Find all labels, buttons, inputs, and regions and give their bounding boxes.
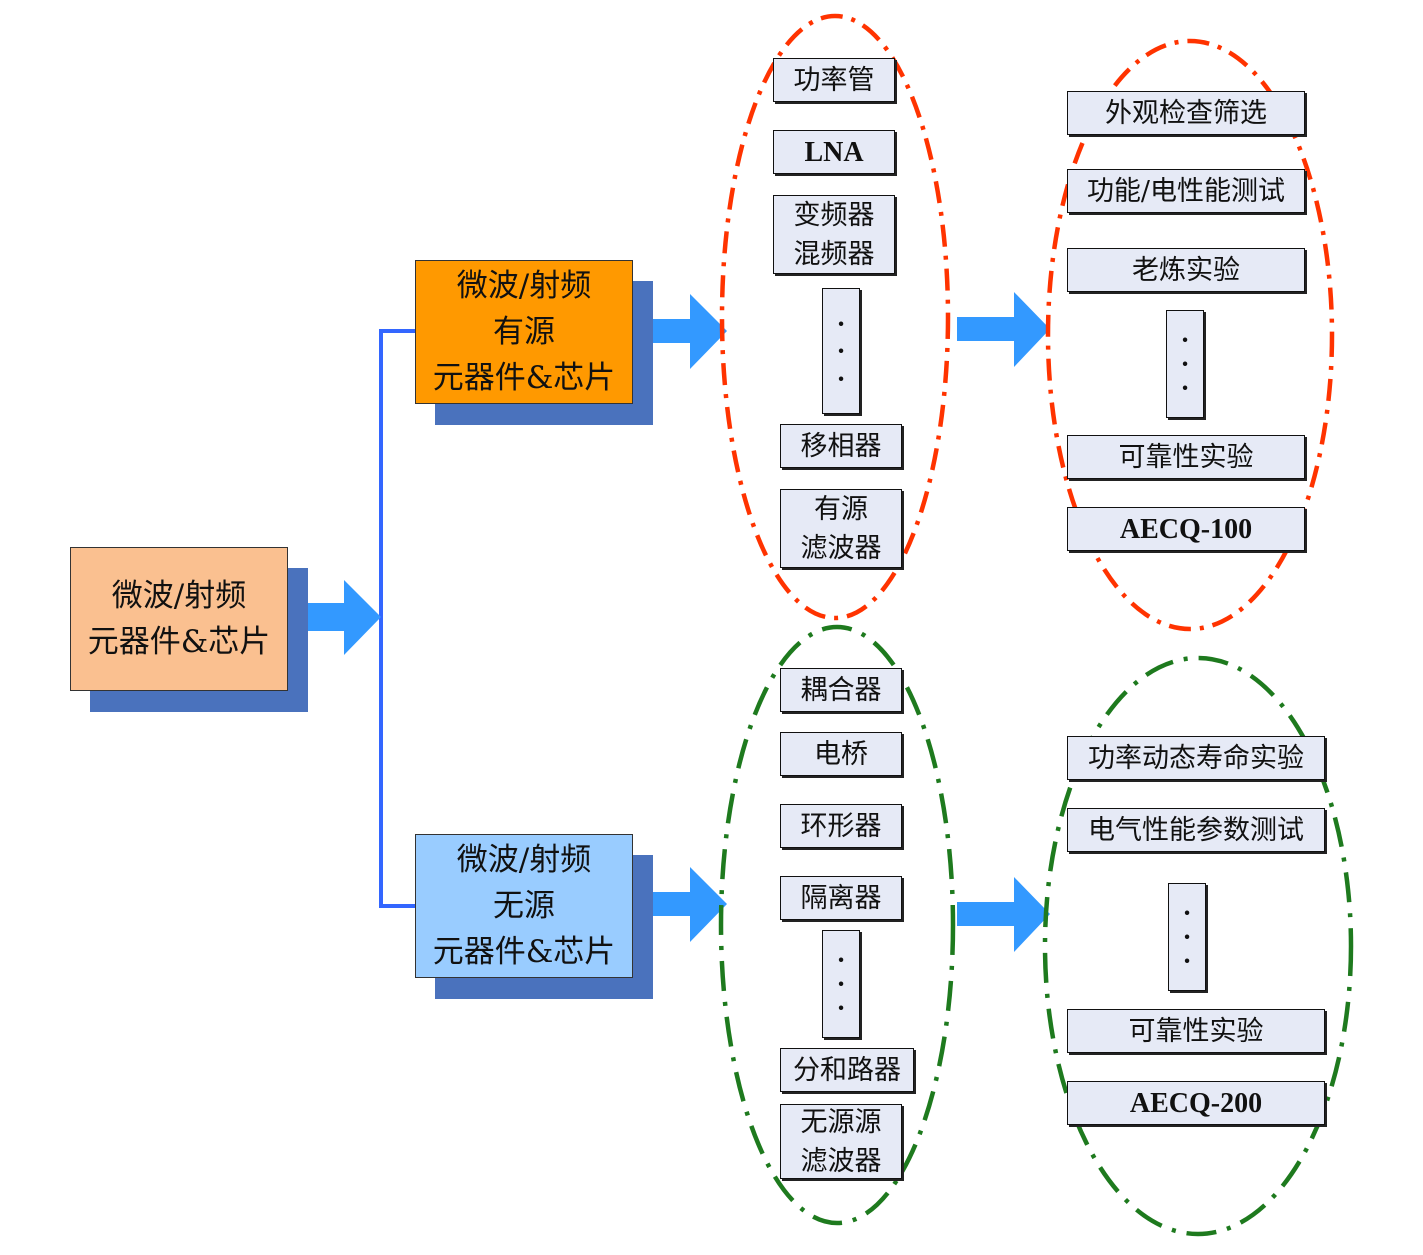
component-passive-filter-line-1: 无源源 bbox=[800, 1106, 882, 1138]
component-power-tube: 功率管 bbox=[773, 58, 895, 102]
component-converter-label: 变频器 bbox=[793, 199, 875, 231]
passive-node-line-2: 无源 bbox=[493, 888, 555, 924]
passive-node: 微波/射频 无源 元器件&芯片 bbox=[415, 834, 633, 978]
component-active-filter: 有源 滤波器 bbox=[780, 489, 902, 568]
test-functional-electrical: 功能/电性能测试 bbox=[1067, 169, 1305, 213]
active-node-line-2: 有源 bbox=[493, 314, 555, 350]
ellipsis-dot: · bbox=[836, 363, 846, 393]
component-phase-shifter: 移相器 bbox=[780, 424, 902, 468]
passive-node-line-1: 微波/射频 bbox=[456, 842, 592, 878]
arrow-root-to-branches bbox=[300, 580, 381, 655]
root-node: 微波/射频 元器件&芯片 bbox=[70, 547, 288, 691]
arrow-active-to-components bbox=[632, 294, 727, 369]
ellipsis-dot: · bbox=[1180, 349, 1190, 378]
component-bridge: 电桥 bbox=[780, 732, 902, 776]
component-circulator: 环形器 bbox=[780, 804, 902, 848]
ellipsis-dot: · bbox=[836, 336, 846, 365]
root-node-line-2: 元器件&芯片 bbox=[87, 624, 271, 660]
component-isolator: 隔离器 bbox=[780, 876, 902, 920]
ellipsis-dot: · bbox=[1182, 946, 1192, 975]
component-mixer-label: 混频器 bbox=[793, 238, 875, 270]
arrow-passive-components-to-tests bbox=[957, 877, 1050, 952]
component-active-filter-line-2: 滤波器 bbox=[800, 532, 882, 564]
component-combiner: 分和路器 bbox=[780, 1048, 914, 1092]
test-standard-aecq-200: AECQ-200 bbox=[1067, 1081, 1325, 1125]
root-node-line-1: 微波/射频 bbox=[111, 578, 247, 614]
active-node-line-3: 元器件&芯片 bbox=[432, 360, 616, 396]
ellipsis-dot: · bbox=[836, 308, 846, 338]
component-lna: LNA bbox=[773, 130, 895, 174]
passive-node-line-3: 元器件&芯片 bbox=[432, 934, 616, 970]
active-components-group-ellipse bbox=[719, 13, 951, 621]
ellipsis-dot: · bbox=[1180, 325, 1190, 354]
test-burn-in: 老炼实验 bbox=[1067, 248, 1305, 292]
arrow-active-components-to-tests bbox=[957, 292, 1050, 367]
test-electrical-parameters: 电气性能参数测试 bbox=[1067, 808, 1325, 852]
active-node: 微波/射频 有源 元器件&芯片 bbox=[415, 260, 633, 404]
passive-tests-ellipsis: · · · bbox=[1168, 883, 1206, 991]
ellipsis-dot: · bbox=[1180, 373, 1190, 402]
passive-components-group-ellipse bbox=[718, 624, 956, 1226]
active-components-ellipsis: · · · bbox=[822, 288, 860, 414]
active-node-line-1: 微波/射频 bbox=[456, 268, 592, 304]
ellipsis-dot: · bbox=[836, 969, 846, 998]
component-coupler: 耦合器 bbox=[780, 668, 902, 712]
ellipsis-dot: · bbox=[836, 945, 846, 974]
ellipsis-dot: · bbox=[1182, 898, 1192, 927]
active-tests-ellipsis: · · · bbox=[1166, 310, 1204, 418]
test-reliability-passive: 可靠性实验 bbox=[1067, 1009, 1325, 1053]
component-active-filter-line-1: 有源 bbox=[814, 493, 868, 525]
test-visual-inspection: 外观检查筛选 bbox=[1067, 91, 1305, 135]
passive-components-ellipsis: · · · bbox=[822, 930, 860, 1038]
component-passive-filter-line-2: 滤波器 bbox=[800, 1145, 882, 1177]
component-passive-filter: 无源源 滤波器 bbox=[780, 1104, 902, 1179]
ellipsis-dot: · bbox=[1182, 922, 1192, 951]
branch-connector bbox=[379, 329, 417, 908]
arrow-passive-to-components bbox=[632, 867, 727, 942]
test-power-dynamic-life: 功率动态寿命实验 bbox=[1067, 736, 1325, 780]
test-reliability-active: 可靠性实验 bbox=[1067, 435, 1305, 479]
component-converter-mixer: 变频器 混频器 bbox=[773, 195, 895, 274]
passive-tests-group-ellipse bbox=[1042, 655, 1354, 1237]
test-standard-aecq-100: AECQ-100 bbox=[1067, 507, 1305, 551]
ellipsis-dot: · bbox=[836, 993, 846, 1022]
active-tests-group-ellipse bbox=[1045, 38, 1335, 632]
